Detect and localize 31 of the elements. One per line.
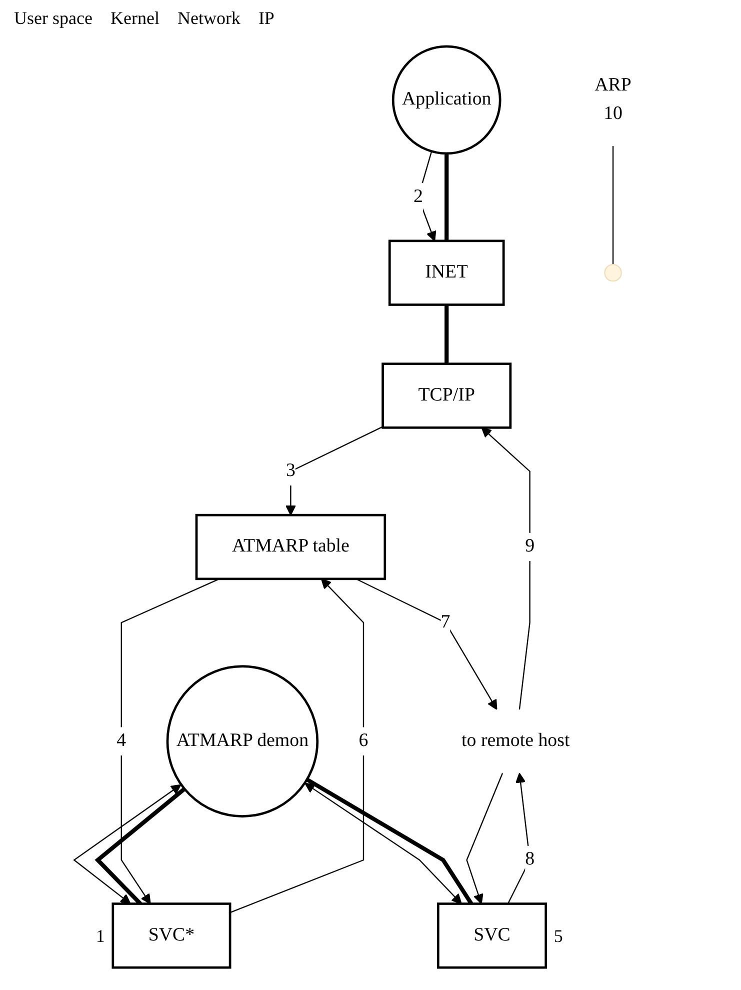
edge-label: 4	[116, 730, 126, 751]
annotation-text: Kernel	[110, 8, 160, 29]
leader-line	[612, 146, 614, 265]
callout-number: 5	[554, 926, 563, 946]
connector-line	[444, 304, 449, 364]
callout-number: 1	[96, 926, 105, 946]
annotation-text: IP	[258, 8, 274, 29]
node-box: ATMARP table	[195, 514, 386, 580]
arrow	[466, 773, 504, 904]
arrow	[120, 578, 220, 904]
annotation-text: Network	[177, 8, 240, 29]
node-circle: ATMARP demon	[166, 665, 319, 818]
node-box: SVC	[436, 902, 548, 969]
node-box: TCP/IP	[382, 362, 512, 429]
node-text: to remote host	[462, 730, 570, 751]
edge-label: 8	[525, 849, 535, 870]
node-circle: Application	[392, 45, 502, 155]
node-box: SVC*	[112, 902, 232, 969]
edge-label: 9	[525, 536, 535, 556]
arrow	[356, 578, 498, 710]
arrow	[481, 427, 530, 710]
edge-label: 3	[286, 460, 296, 481]
node-box: INET	[388, 240, 505, 306]
node-text: ARP 10	[594, 75, 632, 124]
arrow	[230, 578, 364, 914]
arrow	[73, 784, 182, 904]
annotation-text: User space	[14, 8, 92, 29]
edge-label: 7	[440, 612, 450, 632]
connector-line	[444, 153, 449, 241]
edge-label: 2	[414, 186, 423, 207]
edge-label: 6	[358, 730, 368, 751]
